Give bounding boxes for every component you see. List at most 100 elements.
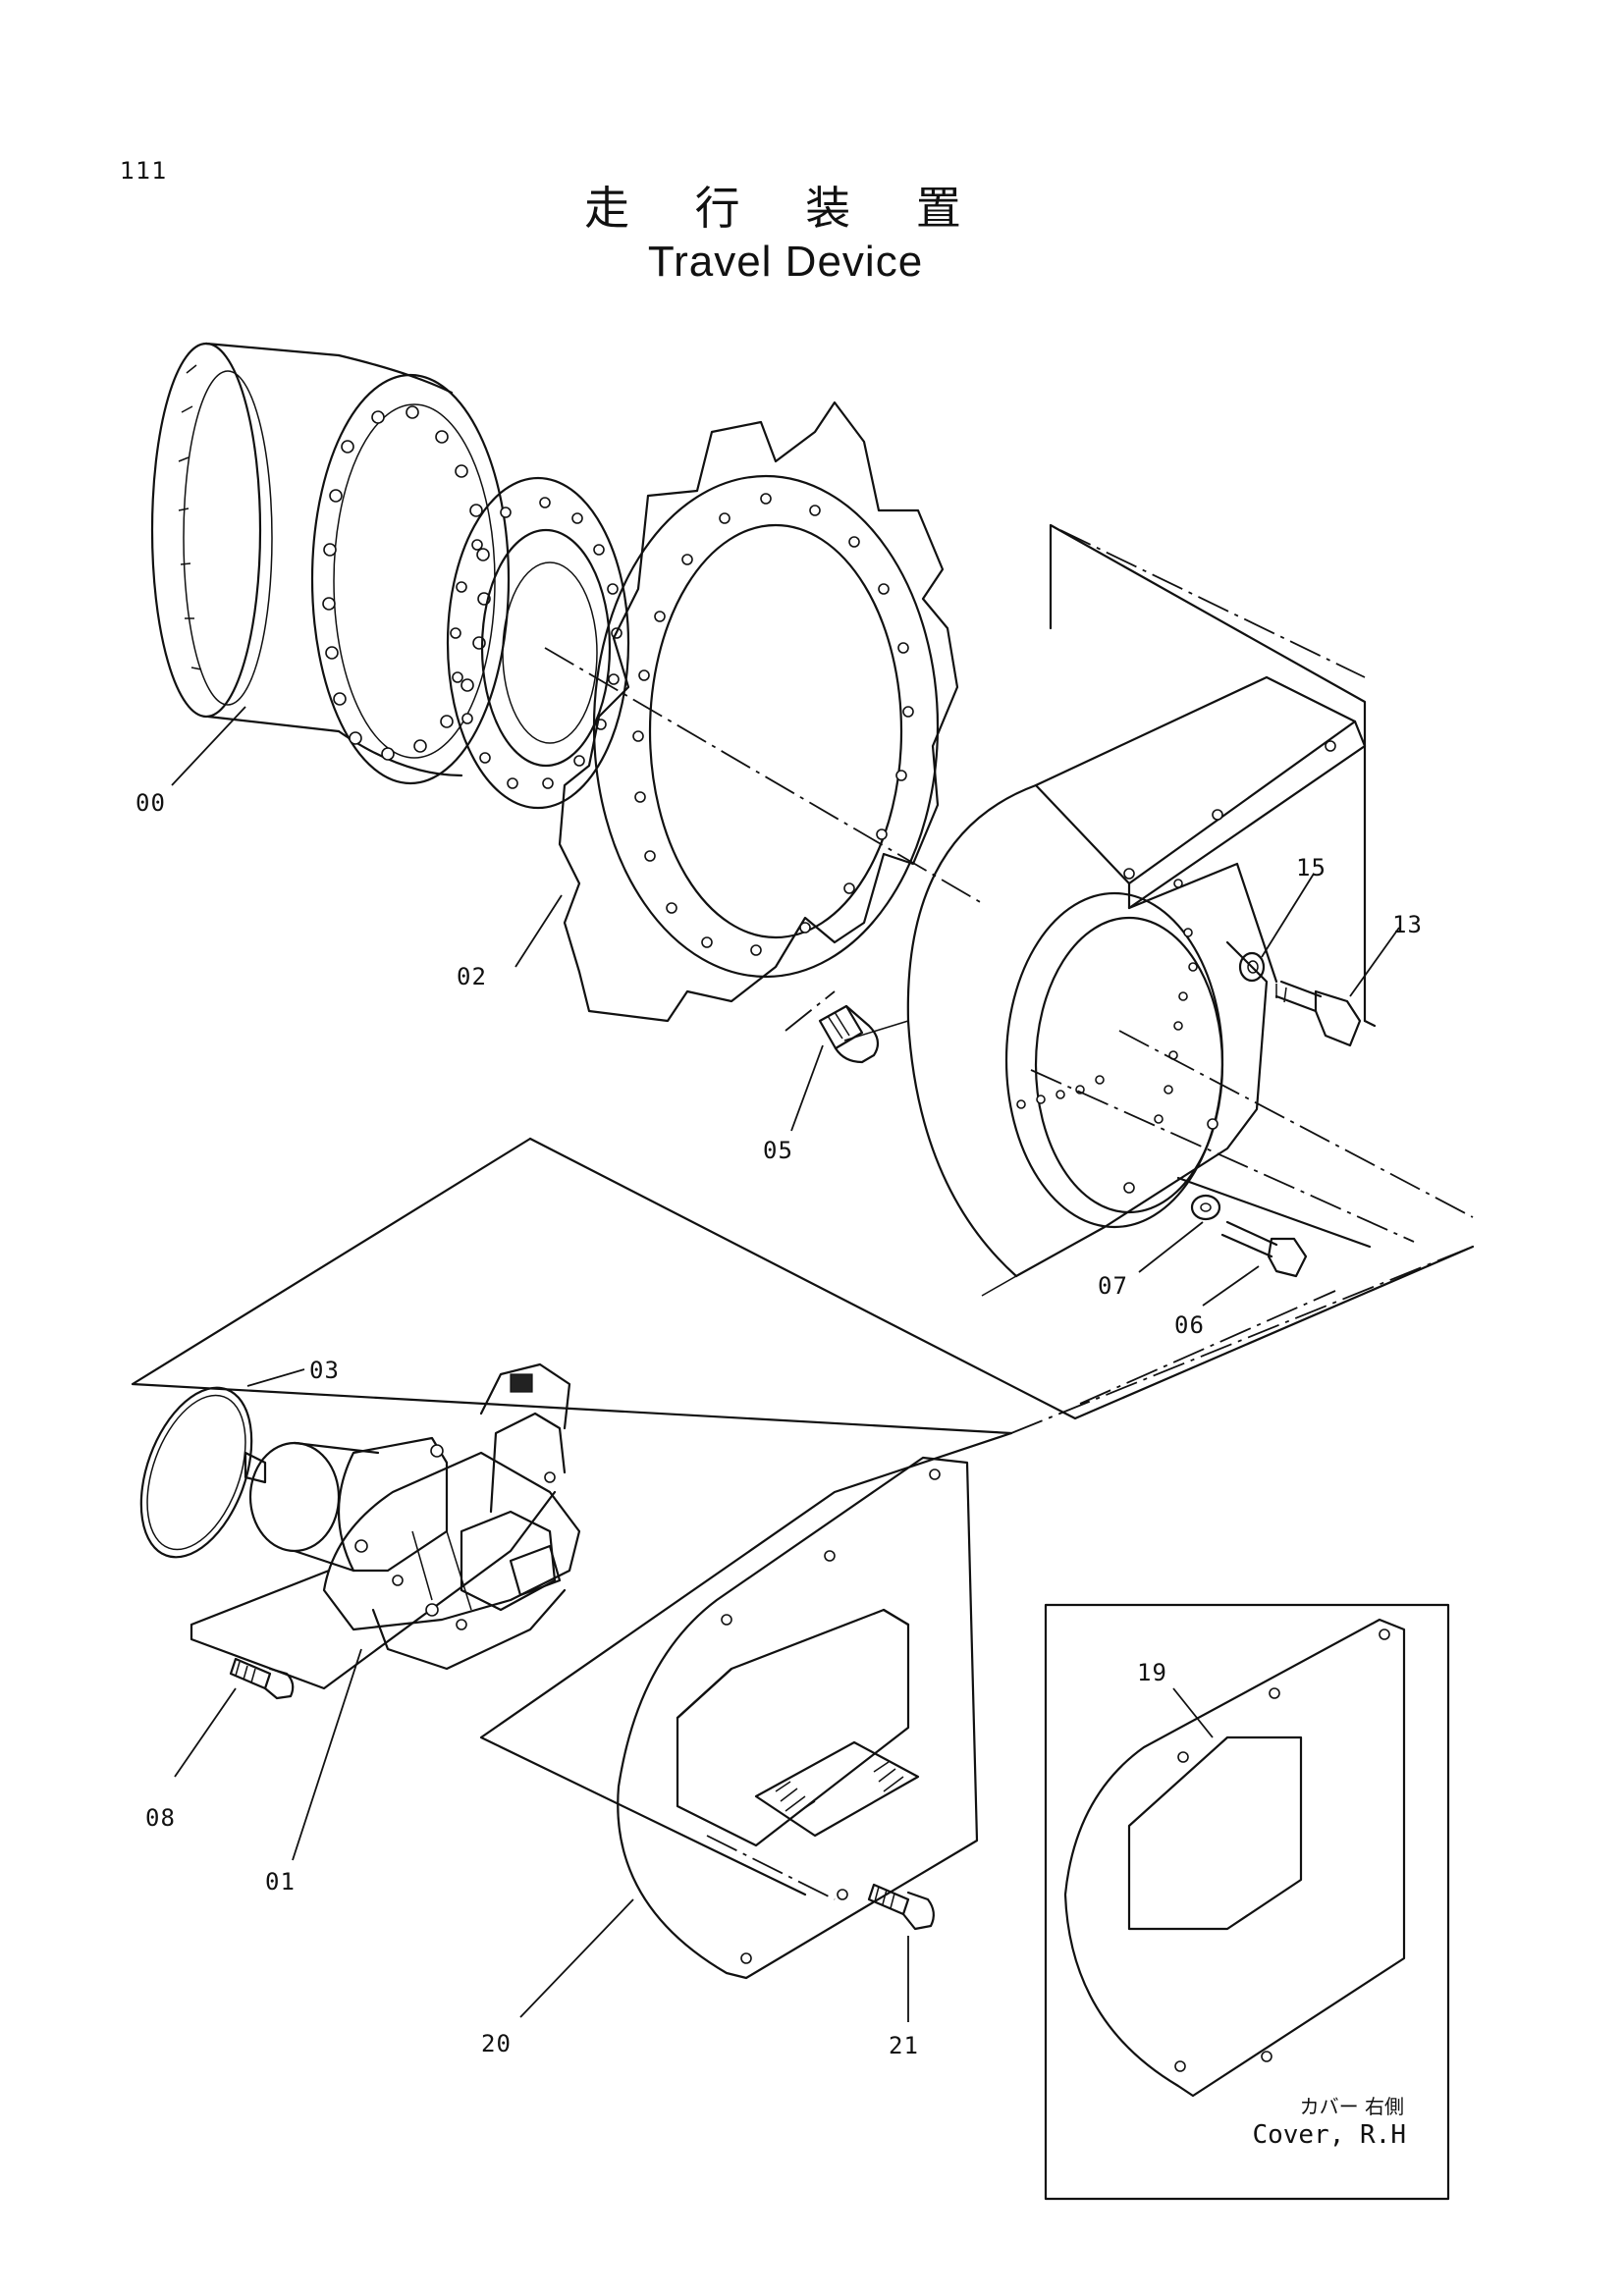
callout-06: 06 — [1174, 1311, 1205, 1339]
washer-15-hole — [1247, 960, 1259, 974]
cover-19-plate — [1063, 1618, 1406, 2098]
callout-03: 03 — [309, 1357, 340, 1384]
motor-valve-block — [460, 1510, 557, 1612]
housing-left-curve — [906, 783, 1038, 1278]
bolt-06-shank — [1220, 1220, 1278, 1258]
part-21-socket-bolt — [867, 1883, 935, 1931]
title-japanese: 走 行 装 置 — [584, 182, 987, 235]
center-lines — [131, 529, 1475, 1900]
callout-08: 08 — [145, 1804, 176, 1832]
title-english: Travel Device — [647, 238, 924, 286]
bolt-06-head — [1267, 1237, 1308, 1278]
part-08-socket-bolt — [229, 1657, 295, 1700]
leader-05 — [790, 1044, 824, 1132]
motor-housing — [322, 1451, 581, 1631]
motor-port-block — [509, 1544, 562, 1597]
frame-back-plate — [1049, 523, 1367, 1023]
bolt-08-thread — [235, 1661, 256, 1683]
cover-20-hole-2 — [824, 1550, 836, 1562]
bolt-13-thread — [1275, 984, 1287, 1003]
motor-mount-plane — [189, 1490, 557, 1690]
final-drive-spindle-ring — [446, 476, 630, 810]
washer-07-hole — [1200, 1202, 1212, 1212]
leader-02 — [514, 894, 563, 968]
final-drive-spindle-bolt-holes — [450, 497, 623, 789]
part-05-socket-bolt — [818, 1004, 880, 1064]
motor-shading — [411, 1530, 472, 1611]
inset-caption-japanese: カバー 右側 — [1299, 2095, 1404, 2118]
motor-port-plug-2 — [456, 1619, 467, 1630]
motor-port-plug-3 — [392, 1575, 404, 1586]
motor-flange-hole-1 — [430, 1444, 444, 1458]
bolt-05-head — [834, 1004, 880, 1064]
part-20-cover — [617, 1456, 979, 1980]
leader-20 — [519, 1898, 634, 2018]
centerline-housing-lower — [1030, 1069, 1415, 1243]
callout-07: 07 — [1098, 1272, 1128, 1300]
mounting-plane-dash — [1010, 1246, 1474, 1434]
leader-lines — [171, 706, 1400, 2022]
callout-13: 13 — [1392, 911, 1423, 938]
housing-lower-edge — [1014, 940, 1269, 1278]
bolt-05-shank — [818, 1004, 864, 1050]
cover-20-hole-3 — [721, 1614, 732, 1626]
bolt-13-head — [1314, 989, 1362, 1047]
housing-side-edge — [1127, 862, 1278, 984]
motor-port-plug-4 — [544, 1471, 556, 1483]
inset-cover-rh — [1044, 1603, 1450, 2201]
callout-20: 20 — [481, 2030, 512, 2057]
bolt-08-head — [263, 1667, 295, 1700]
snap-ring-outer — [139, 1386, 253, 1559]
motor-relief-valve — [489, 1412, 567, 1514]
cover-19-hole-4 — [1261, 2051, 1272, 2062]
callout-19: 19 — [1137, 1659, 1167, 1686]
leader-08 — [174, 1687, 237, 1778]
callout-15: 15 — [1296, 854, 1326, 881]
inset-frame — [1044, 1603, 1450, 2201]
callout-01: 01 — [265, 1868, 296, 1896]
sprocket-bolt-holes — [632, 493, 914, 956]
bolt-21-head — [901, 1891, 935, 1931]
callout-00: 00 — [135, 789, 166, 817]
centerline-housing — [1118, 1030, 1474, 1218]
leader-13 — [1349, 927, 1400, 997]
part-06-bolt — [1220, 1220, 1308, 1278]
part-15-washer — [1238, 951, 1266, 983]
part-01-travel-motor — [244, 1362, 581, 1671]
centerline-axis-upper — [544, 647, 983, 904]
bolt-13-shank — [1274, 980, 1323, 1013]
leader-15 — [1261, 873, 1315, 958]
final-drive-rear-inner — [183, 370, 273, 706]
centerline-sprocket-bolt — [785, 990, 836, 1032]
leader-07 — [1138, 1221, 1204, 1273]
cover-20-hole-5 — [740, 1952, 752, 1964]
washer-15 — [1238, 951, 1266, 983]
leader-19 — [1172, 1687, 1214, 1738]
final-drive-flange-bolt-holes — [322, 405, 491, 761]
motor-output-spline — [244, 1451, 267, 1484]
cover-20-plate — [617, 1456, 979, 1980]
housing-bore-inner — [1034, 916, 1224, 1214]
final-drive-shoulder — [337, 353, 463, 777]
final-drive-spindle-bore — [480, 528, 612, 768]
callout-21: 21 — [889, 2032, 919, 2059]
motor-port-plug-1 — [425, 1603, 439, 1617]
cover-20-raised-panel — [676, 1608, 910, 1847]
inset-caption-english: Cover, R.H — [1252, 2120, 1406, 2150]
leader-06 — [1202, 1265, 1260, 1307]
part-03-snap-ring — [139, 1386, 253, 1559]
frame-top-plate — [1034, 675, 1357, 885]
frame-housing — [843, 523, 1367, 1297]
part-07-washer — [1190, 1194, 1221, 1221]
bolt-21-thread — [874, 1886, 895, 1909]
final-drive-body-outline — [204, 342, 341, 733]
leader-03 — [246, 1368, 305, 1387]
page-number: 111 — [120, 157, 168, 185]
callout-05: 05 — [763, 1137, 793, 1164]
sprocket-outline — [558, 400, 959, 1023]
motor-top-plug — [510, 1373, 533, 1393]
centerline-cover-bolt — [706, 1835, 836, 1900]
cover-20-grille-block — [754, 1740, 920, 1838]
